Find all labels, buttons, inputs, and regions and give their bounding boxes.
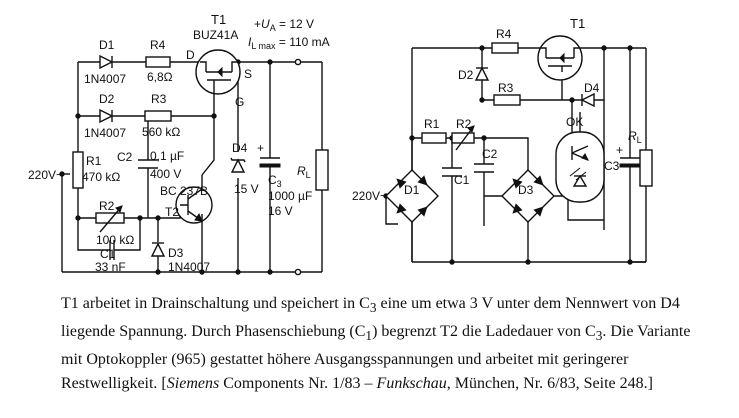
left-mains-label: 220V~ xyxy=(28,168,63,182)
right-d3-label: D3 xyxy=(518,183,534,197)
right-wires xyxy=(383,45,647,265)
caption-text-2: eine um etwa 3 V unter dem Nennwert von … xyxy=(61,295,680,341)
left-pin-s: S xyxy=(244,67,252,81)
caption-sub-2: 1 xyxy=(365,328,373,344)
caption-text-3: ) begrenzt T2 die Ladedauer von C xyxy=(372,323,596,341)
right-bridge-d3 xyxy=(501,169,555,223)
figure-caption: T1 arbeitet in Drainschaltung und speich… xyxy=(61,292,701,396)
caption-text-4: . Die Variante mit Optokoppler (965) ges… xyxy=(61,323,691,393)
left-t1-type: BUZ41A xyxy=(193,28,238,42)
left-c2-value1: 0,1 µF xyxy=(150,149,184,163)
left-r2-label: R2 xyxy=(99,199,115,213)
left-diode-d1 xyxy=(99,54,114,70)
left-r2-value: 100 kΩ xyxy=(96,233,134,247)
left-resistor-r3 xyxy=(144,110,172,122)
right-resistor-r3 xyxy=(493,94,521,106)
right-r3-label: R3 xyxy=(498,81,514,95)
right-diode-d4 xyxy=(580,92,595,108)
left-labels: T1 BUZ41A D S G +UA = 12 V IL max = 110 … xyxy=(28,12,330,274)
right-c3-label: C3 xyxy=(604,159,620,173)
caption-italic-1: Siemens xyxy=(166,375,220,393)
left-d3-label: D3 xyxy=(168,246,184,260)
left-c3-value1: 1000 µF xyxy=(268,189,312,203)
left-mosfet-t1 xyxy=(195,49,241,96)
right-c3-plus: + xyxy=(616,143,623,157)
right-labels: R4 T1 D2 R3 D4 OK R1 R2 C2 C1 D1 D3 220V… xyxy=(352,16,642,203)
left-potentiometer-r2 xyxy=(95,205,125,233)
right-bridge-d1 xyxy=(385,169,439,223)
right-capacitor-c2 xyxy=(474,163,494,173)
left-c1-value: 33 nF xyxy=(95,260,126,274)
left-d4-label: D4 xyxy=(232,141,248,155)
caption-italic-2: Funkschau xyxy=(376,375,447,393)
left-resistor-rl xyxy=(315,149,329,191)
left-d4-value: 15 V xyxy=(234,182,259,196)
left-pin-g: G xyxy=(235,95,244,109)
left-d2-label: D2 xyxy=(99,92,115,106)
right-t1-label: T1 xyxy=(570,16,585,31)
right-d2-label: D2 xyxy=(458,68,474,82)
right-mosfet-t1 xyxy=(537,35,586,81)
right-resistor-rl xyxy=(639,149,653,187)
left-t2-label: T2 xyxy=(165,205,179,219)
right-resistor-r4 xyxy=(491,42,519,54)
right-capacitor-c1 xyxy=(442,167,462,177)
caption-sub-1: 3 xyxy=(369,300,377,316)
right-circuit: R4 T1 D2 R3 D4 OK R1 R2 C2 C1 D1 D3 220V… xyxy=(352,16,653,265)
left-d1-type: 1N4007 xyxy=(84,72,126,86)
caption-text-1: T1 arbeitet in Drainschaltung und speich… xyxy=(61,295,370,312)
left-t1-label: T1 xyxy=(211,12,226,27)
left-d2-type: 1N4007 xyxy=(84,126,126,140)
right-d1-label: D1 xyxy=(404,183,420,197)
left-c3-plus: + xyxy=(257,141,264,155)
left-rl-label: RL xyxy=(297,164,311,180)
left-diode-d2 xyxy=(99,108,114,124)
left-r4-label: R4 xyxy=(150,38,166,52)
left-pin-d: D xyxy=(186,48,195,62)
left-c1-label: C1 xyxy=(100,247,116,261)
left-r1-value: 470 kΩ xyxy=(82,170,120,184)
caption-text-5: Components Nr. 1/83 – xyxy=(219,375,377,393)
right-capacitor-c3 xyxy=(619,157,641,168)
right-c1-label: C1 xyxy=(454,173,470,187)
right-resistor-r1 xyxy=(421,132,447,144)
left-resistor-r1 xyxy=(72,151,84,189)
right-optocoupler-ok xyxy=(555,131,605,203)
circuit-diagram: T1 BUZ41A D S G +UA = 12 V IL max = 110 … xyxy=(28,12,653,276)
right-r4-label: R4 xyxy=(496,27,512,41)
left-c3-label: C3 xyxy=(268,173,282,189)
left-c2-label: C2 xyxy=(117,150,133,164)
right-r1-label: R1 xyxy=(424,117,440,131)
left-c3-value2: 16 V xyxy=(268,204,293,218)
right-diode-d2 xyxy=(474,66,490,81)
right-d4-label: D4 xyxy=(584,81,600,95)
caption-text-6: , München, Nr. 6/83, Seite 248.] xyxy=(446,375,653,393)
left-load-current: IL max = 110 mA xyxy=(248,35,330,51)
left-d1-label: D1 xyxy=(99,38,115,52)
right-c2-label: C2 xyxy=(482,147,498,161)
right-rl-label: RL xyxy=(628,129,642,145)
left-wires xyxy=(59,58,323,276)
left-capacitor-c3 xyxy=(259,157,281,168)
left-capacitor-c2 xyxy=(138,159,158,169)
left-d3-type: 1N4007 xyxy=(168,260,210,274)
right-r2-label: R2 xyxy=(456,117,472,131)
caption-sub-3: 3 xyxy=(595,328,603,344)
right-ok-label: OK xyxy=(566,115,583,129)
right-mains-label: 220V~ xyxy=(352,189,387,203)
left-r1-label: R1 xyxy=(86,154,102,168)
left-supply-voltage: +UA = 12 V xyxy=(254,17,314,33)
left-r4-value: 6,8Ω xyxy=(147,70,173,84)
left-circuit: T1 BUZ41A D S G +UA = 12 V IL max = 110 … xyxy=(28,12,330,276)
left-transistor-t2 xyxy=(175,175,213,224)
right-potentiometer-r2 xyxy=(451,125,475,151)
left-zener-d4 xyxy=(230,157,246,173)
left-diode-d3 xyxy=(150,242,166,257)
left-r3-label: R3 xyxy=(151,92,167,106)
left-capacitor-c1 xyxy=(109,240,115,260)
left-t2-type: BC 237B xyxy=(160,184,208,198)
left-c2-value2: 400 V xyxy=(150,167,181,181)
left-r3-value: 560 kΩ xyxy=(142,125,180,139)
left-resistor-r4 xyxy=(145,56,171,68)
